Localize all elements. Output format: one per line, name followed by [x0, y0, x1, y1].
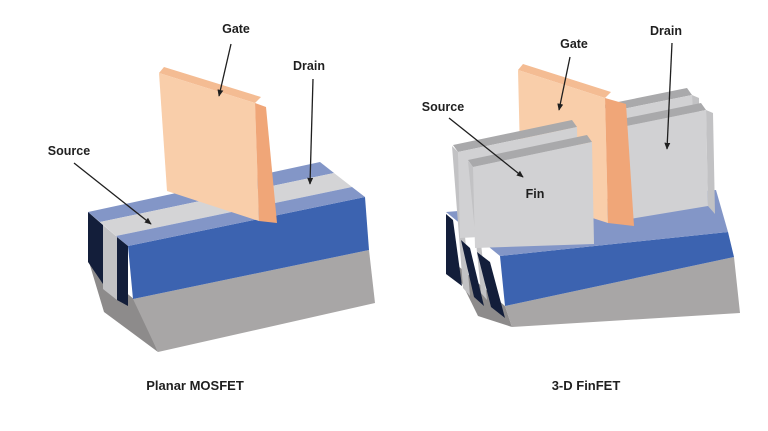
finfet-gate-arrow	[557, 56, 571, 111]
mosfet-gate-face	[159, 73, 259, 221]
finfet-source-arrow	[448, 117, 524, 178]
finfet-fin-label: Fin	[526, 187, 545, 201]
mosfet-oxide-front-face	[128, 197, 369, 299]
source-fin-front-top-edge	[468, 135, 592, 167]
drain-fin-front-face	[622, 110, 708, 220]
mosfet-gate-arrow	[217, 43, 232, 97]
source-fin-back-top-edge	[453, 120, 577, 152]
mosfet-top-band-front	[116, 187, 365, 246]
planar-mosfet-annotations: Gate Drain Source Planar MOSFET	[48, 22, 325, 393]
finfet-substrate-front-face	[505, 257, 740, 327]
finfet-annotations: Gate Drain Source Fin 3-D FinFET	[422, 24, 682, 393]
mosfet-gate-label: Gate	[222, 22, 250, 36]
finfet-caption: 3-D FinFET	[552, 378, 621, 393]
mosfet-channel-end-face	[103, 225, 117, 300]
source-fin-front-face	[473, 142, 594, 248]
finfet-drain-label: Drain	[650, 24, 682, 38]
mosfet-source-arrow	[73, 162, 152, 225]
mosfet-trench-end-face-2	[117, 237, 128, 306]
finfet-gate-label: Gate	[560, 37, 588, 51]
mosfet-substrate-front-face	[133, 250, 375, 352]
finfet-trench-shadow-3	[477, 252, 505, 318]
finfet-trench-shadow-1	[446, 214, 462, 286]
mosfet-gate-side-face	[255, 103, 277, 223]
finfet-gate-side-face	[605, 98, 634, 226]
mosfet-source-label: Source	[48, 144, 90, 158]
finfet-figure: Gate Drain Source Fin 3-D FinFET	[422, 24, 740, 393]
mosfet-gate-top-edge	[159, 67, 261, 103]
finfet-oxide-front-face	[500, 232, 734, 306]
finfet-trench-shadow-2	[461, 240, 484, 306]
drain-fin-front-top-edge	[617, 103, 706, 127]
drain-fin-front-end-face	[706, 110, 715, 214]
planar-mosfet-caption: Planar MOSFET	[146, 378, 244, 393]
mosfet-drain-arrow	[307, 78, 314, 185]
mosfet-trench-end-face-1	[88, 212, 103, 284]
planar-mosfet-figure: Gate Drain Source Planar MOSFET	[48, 22, 375, 393]
finfet-drain-arrow	[664, 42, 673, 150]
mosfet-drain-label: Drain	[293, 59, 325, 73]
finfet-source-label: Source	[422, 100, 464, 114]
